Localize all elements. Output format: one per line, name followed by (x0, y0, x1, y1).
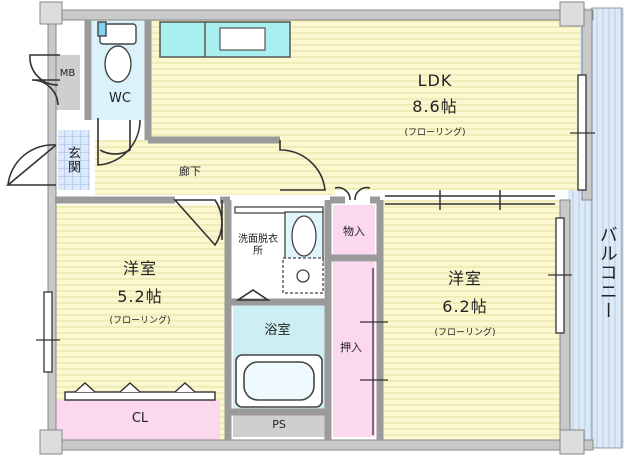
bathroom-label: 浴室 (264, 323, 291, 338)
room1-size: 5.2帖 (117, 287, 163, 306)
mb-floor (55, 55, 80, 110)
ps-label: PS (272, 418, 286, 431)
storage-label: 物入 (343, 225, 365, 238)
ldk-name: LDK (417, 71, 453, 90)
wc-label: WC (109, 91, 131, 106)
mb-label: MB (59, 68, 76, 79)
cl-label: CL (131, 411, 149, 426)
entrance-label: 玄関 (64, 146, 80, 174)
washroom-label: 洗面脱衣所 (238, 234, 278, 257)
balcony-label: バルコニー (596, 225, 618, 320)
room2-name: 洋室 (447, 269, 482, 288)
ps-floor (233, 415, 325, 437)
entrance-floor (58, 130, 90, 190)
ldk-size: 8.6帖 (412, 97, 458, 116)
room2-size: 6.2帖 (442, 297, 488, 316)
room2-floor (380, 200, 560, 440)
cl-floor (55, 400, 220, 440)
room1-note: (フローリング) (109, 316, 171, 326)
oshiire-floor (333, 262, 375, 437)
ldk-note: (フローリング) (404, 128, 466, 138)
room1-name: 洋室 (122, 259, 157, 278)
room2-note: (フローリング) (434, 328, 496, 338)
corridor-floor (95, 140, 335, 195)
oshiire-label: 押入 (340, 341, 362, 354)
kitchen-sink (219, 27, 266, 51)
corridor-label: 廊下 (179, 165, 201, 178)
storage-floor (333, 205, 375, 255)
